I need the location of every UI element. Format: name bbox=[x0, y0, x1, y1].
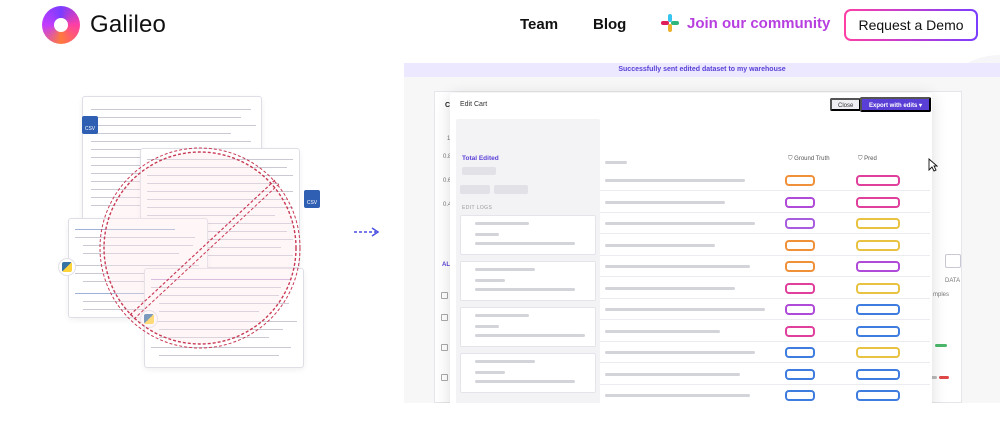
prediction-label-pill[interactable] bbox=[856, 325, 900, 337]
prediction-label-pill[interactable] bbox=[856, 218, 900, 229]
community-label: Join our community bbox=[687, 14, 831, 32]
sample-text-placeholder bbox=[605, 200, 725, 204]
card-title-fragment: Co bbox=[445, 102, 454, 109]
nav-link-blog[interactable]: Blog bbox=[593, 16, 627, 33]
table-row-divider bbox=[600, 383, 930, 385]
filter-all-tab[interactable]: ALL bbox=[442, 262, 454, 268]
column-header-text bbox=[605, 161, 627, 164]
sample-text-placeholder bbox=[605, 308, 765, 311]
data-column-label: DATA bbox=[945, 278, 961, 284]
grid-view-icon[interactable] bbox=[945, 254, 961, 268]
prediction-label-pill[interactable] bbox=[856, 196, 900, 208]
edit-summary-panel: Total Edited EDIT LOGS bbox=[456, 119, 600, 403]
ground-truth-label-pill[interactable] bbox=[785, 196, 815, 208]
top-nav: Galileo Team Blog Join our community Req… bbox=[0, 0, 1000, 52]
mouse-cursor-icon bbox=[928, 158, 938, 172]
axis-tick: 1 bbox=[447, 136, 451, 142]
sample-text-placeholder bbox=[605, 372, 740, 376]
prediction-label-pill[interactable] bbox=[856, 175, 900, 186]
chevron-down-icon: ▾ bbox=[919, 103, 923, 109]
table-row-divider bbox=[600, 254, 930, 256]
dashed-arrow-icon bbox=[354, 227, 380, 237]
python-icon bbox=[58, 258, 76, 276]
nav-link-team[interactable]: Team bbox=[520, 16, 559, 33]
edit-cart-title: Edit Cart bbox=[460, 101, 488, 108]
checkbox[interactable] bbox=[441, 314, 448, 321]
crossed-out-circle-icon bbox=[99, 147, 301, 349]
total-edited-label: Total Edited bbox=[462, 155, 499, 162]
samples-column-label: mples bbox=[933, 292, 950, 298]
ground-truth-label-pill[interactable] bbox=[785, 325, 815, 337]
table-row-divider bbox=[600, 319, 930, 320]
galileo-logo-icon bbox=[42, 6, 80, 44]
export-label: Export with edits bbox=[869, 103, 918, 109]
prediction-label-pill[interactable] bbox=[856, 261, 900, 272]
code-document bbox=[144, 268, 304, 368]
edit-log-card[interactable] bbox=[460, 215, 596, 255]
table-row-divider bbox=[600, 233, 930, 234]
request-demo-button[interactable]: Request a Demo bbox=[844, 9, 978, 41]
ground-truth-label-pill[interactable] bbox=[785, 282, 815, 294]
prediction-label-pill[interactable] bbox=[856, 347, 900, 358]
ground-truth-column-header: ⛉ Ground Truth bbox=[788, 156, 830, 162]
checkbox[interactable] bbox=[441, 374, 448, 381]
nav-link-community[interactable]: Join our community bbox=[661, 14, 830, 32]
edit-log-card[interactable] bbox=[460, 353, 596, 393]
sample-text-placeholder bbox=[605, 329, 720, 333]
ground-truth-label-pill[interactable] bbox=[785, 239, 815, 251]
slack-icon bbox=[661, 14, 679, 32]
edit-cart-modal: Edit Cart Close Export with edits ▾ Tota… bbox=[450, 93, 938, 403]
ground-truth-label-pill[interactable] bbox=[785, 304, 815, 315]
logo-text: Galileo bbox=[90, 11, 167, 38]
prediction-column-header: ⛉ Pred bbox=[858, 156, 877, 162]
sample-text-placeholder bbox=[605, 222, 755, 225]
sample-text-placeholder bbox=[605, 394, 750, 397]
prediction-label-pill[interactable] bbox=[856, 282, 900, 294]
export-with-edits-button[interactable]: Export with edits ▾ bbox=[860, 97, 932, 112]
csv-file-icon: CSV bbox=[82, 116, 98, 134]
table-row-divider bbox=[600, 190, 930, 191]
ground-truth-label-pill[interactable] bbox=[785, 175, 815, 186]
sample-text-placeholder bbox=[605, 243, 715, 247]
close-button[interactable]: Close bbox=[830, 98, 862, 111]
table-row-divider bbox=[600, 297, 930, 299]
table-row-divider bbox=[600, 211, 930, 213]
axis-tick: 0.6 bbox=[443, 178, 452, 184]
axis-tick: 0.8 bbox=[443, 154, 452, 160]
sample-text-placeholder bbox=[605, 179, 745, 182]
edit-logs-label: EDIT LOGS bbox=[462, 205, 493, 211]
table-row-divider bbox=[600, 362, 930, 363]
ground-truth-label-pill[interactable] bbox=[785, 218, 815, 229]
sample-text-placeholder bbox=[605, 286, 735, 290]
ground-truth-label-pill[interactable] bbox=[785, 368, 815, 380]
table-row-divider bbox=[600, 340, 930, 342]
messy-data-illustration: CSV CSV bbox=[58, 90, 320, 380]
prediction-label-pill[interactable] bbox=[856, 239, 900, 251]
logo[interactable]: Galileo bbox=[42, 6, 166, 44]
prediction-label-pill[interactable] bbox=[856, 304, 900, 315]
edit-log-card[interactable] bbox=[460, 261, 596, 301]
sample-text-placeholder bbox=[605, 265, 750, 268]
checkbox[interactable] bbox=[441, 292, 448, 299]
csv-file-icon: CSV bbox=[304, 190, 320, 208]
table-row-divider bbox=[600, 276, 930, 277]
success-toast: Successfully sent edited dataset to my w… bbox=[404, 63, 1000, 77]
python-icon bbox=[140, 310, 158, 328]
axis-tick: 0.4 bbox=[443, 202, 452, 208]
edit-log-card[interactable] bbox=[460, 307, 596, 347]
ground-truth-label-pill[interactable] bbox=[785, 390, 815, 401]
prediction-label-pill[interactable] bbox=[856, 390, 900, 401]
prediction-label-pill[interactable] bbox=[856, 368, 900, 380]
product-screenshot: Successfully sent edited dataset to my w… bbox=[404, 63, 1000, 403]
ground-truth-label-pill[interactable] bbox=[785, 347, 815, 358]
ground-truth-label-pill[interactable] bbox=[785, 261, 815, 272]
sample-text-placeholder bbox=[605, 351, 755, 354]
checkbox[interactable] bbox=[441, 344, 448, 351]
